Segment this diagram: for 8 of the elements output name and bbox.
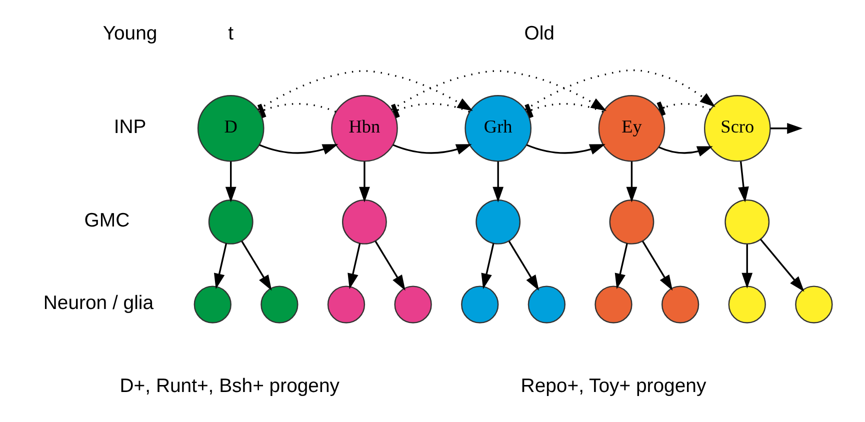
label: Old	[524, 22, 555, 44]
label: D+, Runt+, Bsh+ progeny	[120, 374, 340, 397]
label: t	[228, 22, 234, 44]
label: GMC	[84, 210, 130, 232]
label: INP	[114, 116, 146, 138]
label: Neuron / glia	[43, 292, 154, 314]
label: Young	[102, 22, 158, 44]
label: Repo+, Toy+ progeny	[520, 374, 706, 397]
